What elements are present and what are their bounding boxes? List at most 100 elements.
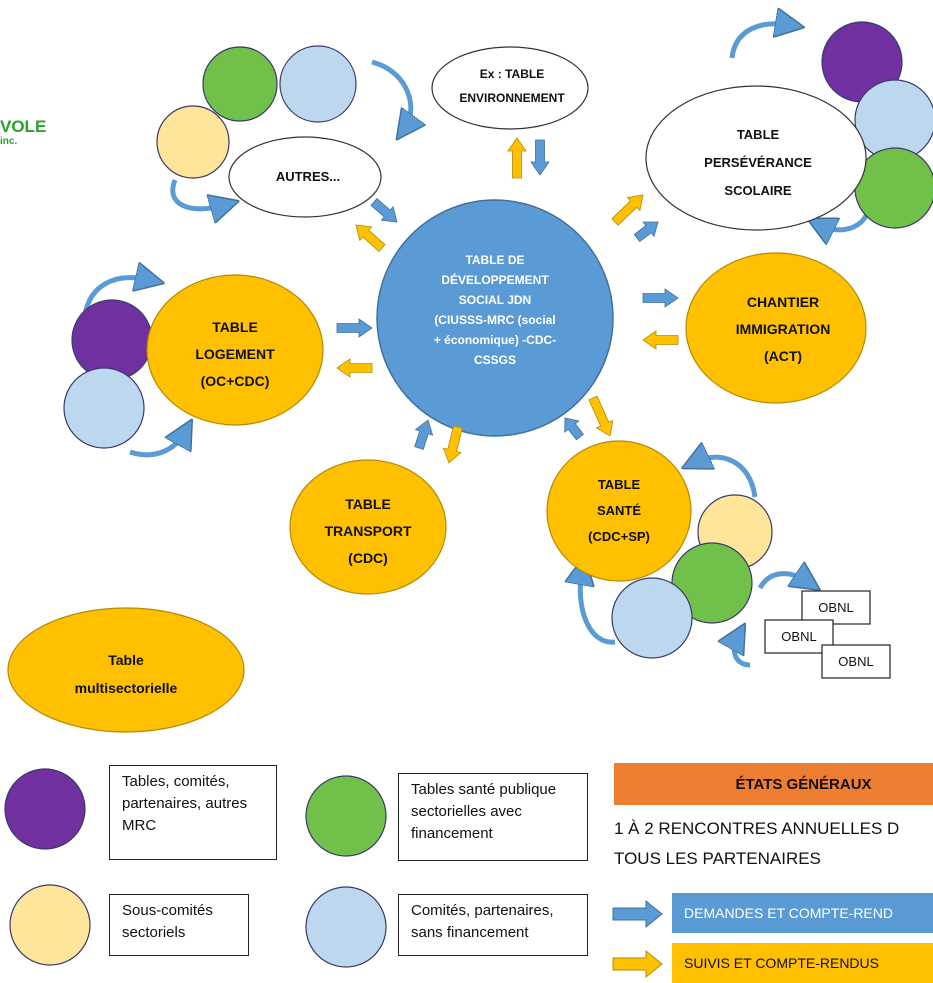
lightblue-circle [279,45,357,123]
legend-lightblue-circle [305,886,387,968]
obnl-boxes [764,590,891,679]
node-autres [228,136,382,218]
green-circle [202,46,278,122]
cycle-arrow [734,636,751,668]
yellow-arrow [442,425,463,464]
label-line: CHANTIER [747,294,819,310]
yellow-arrow [507,137,527,179]
node-immigration [685,252,867,404]
legend-purple: Tables, comités, partenaires, autres MRC [109,765,277,860]
blue-arrow [633,221,659,243]
key-suivis: SUIVIS ET COMPTE-RENDUS [672,943,933,983]
label-line: PERSÉVÉRANCE [704,155,812,170]
label-line: TRANSPORT [324,523,412,539]
blue-arrow [642,288,679,308]
node-center [376,199,614,437]
blue-arrow [530,139,550,176]
yellow-arrow [588,395,614,437]
cycle-arrow [580,570,616,645]
key-arrows [612,899,663,979]
legend-beige: Sous-comités sectoriels [109,894,249,956]
label-line: (OC+CDC) [201,373,270,389]
node-sante [546,440,692,582]
label-line: SANTÉ [597,503,641,518]
label-line: DÉVELOPPEMENT [441,272,549,287]
legend-purple-text: Tables, comités, partenaires, autres MRC [122,773,248,834]
label-line: TABLE [212,319,258,335]
label-line: + économique) -CDC- [434,333,556,347]
label-line: TABLE [737,127,780,142]
label-obnl-3: OBNL [838,654,873,669]
label-line: Table [108,652,144,668]
label-line: ENVIRONNEMENT [459,91,565,105]
legend-purple-circle [4,768,86,850]
green-circle [854,147,933,229]
label-environnement: Ex : TABLE ENVIRONNEMENT [459,67,565,105]
yellow-arrow [642,330,679,350]
label-line: CSSGS [474,353,516,367]
cycle-arrow [371,59,411,128]
label-line: TABLE [598,477,641,492]
cycle-arrow [757,574,808,588]
cycle-arrow [129,432,185,458]
legend-beige-text: Sous-comités sectoriels [122,902,213,941]
label-line: AUTRES... [276,169,340,184]
label-line: (CDC) [348,550,388,566]
etats-line1: 1 À 2 RENCONTRES ANNUELLES D [614,819,900,838]
cycle-arrow [82,278,150,316]
etats-generaux-text: 1 À 2 RENCONTRES ANNUELLES D TOUS LES PA… [614,814,933,874]
label-line: SOCIAL JDN [459,293,531,307]
key-demandes: DEMANDES ET COMPTE-REND [672,893,933,933]
key-yellow-arrow [612,949,663,979]
label-transport: TABLE TRANSPORT (CDC) [324,496,412,566]
logo-line2: inc. [0,136,18,147]
label-line: LOGEMENT [195,346,275,362]
purple-circle [71,299,153,381]
key-suivis-label: SUIVIS ET COMPTE-RENDUS [684,955,879,971]
node-environnement [431,46,589,130]
logo: VOLE inc. [0,118,46,148]
label-line: (CDC+SP) [588,529,650,544]
blue-arrow [564,417,585,441]
satellite-circles [63,21,933,659]
legend-lightblue: Comités, partenaires, sans financement [398,894,588,956]
cycle-arrow [729,24,790,59]
label-obnl-2: OBNL [781,629,816,644]
label-line: multisectorielle [75,680,178,696]
blue-arrow [336,318,373,338]
etats-generaux-title: ÉTATS GÉNÉRAUX [735,775,872,793]
label-logement: TABLE LOGEMENT (OC+CDC) [195,319,275,389]
label-line: TABLE [345,496,391,512]
cycle-arrow [170,179,225,209]
legend-circles [4,768,387,968]
blue-arrow [414,419,434,450]
beige-circle [156,105,230,179]
node-multisectorielle [7,607,245,733]
block-arrows [336,137,679,464]
legend-green-circle [305,775,387,857]
node-transport [289,459,447,595]
label-autres: AUTRES... [276,169,340,184]
obnl-box [801,590,871,625]
yellow-arrow [611,194,644,226]
label-obnl-1: OBNL [818,600,853,615]
cycle-arrow [695,457,758,498]
yellow-arrow [336,358,373,378]
yellow-arrow [355,224,386,252]
label-perseverance: TABLE PERSÉVÉRANCE SCOLAIRE [704,127,812,198]
blue-arrow [370,198,398,223]
legend-green-text: Tables santé publique sectorielles avec … [411,781,557,842]
logo-line1: VOLE [0,117,47,136]
key-blue-arrow [612,899,663,929]
node-logement [146,274,324,426]
label-line: SCOLAIRE [724,183,792,198]
label-line: (CIUSSS-MRC (social [434,313,555,327]
label-line: Ex : TABLE [480,67,544,81]
main-nodes [7,46,867,733]
etats-line2: TOUS LES PARTENAIRES [614,849,821,868]
key-demandes-label: DEMANDES ET COMPTE-REND [684,905,893,921]
etats-generaux-header: ÉTATS GÉNÉRAUX [614,763,933,805]
lightblue-circle [63,367,145,449]
label-multisectorielle: Table multisectorielle [75,652,178,696]
